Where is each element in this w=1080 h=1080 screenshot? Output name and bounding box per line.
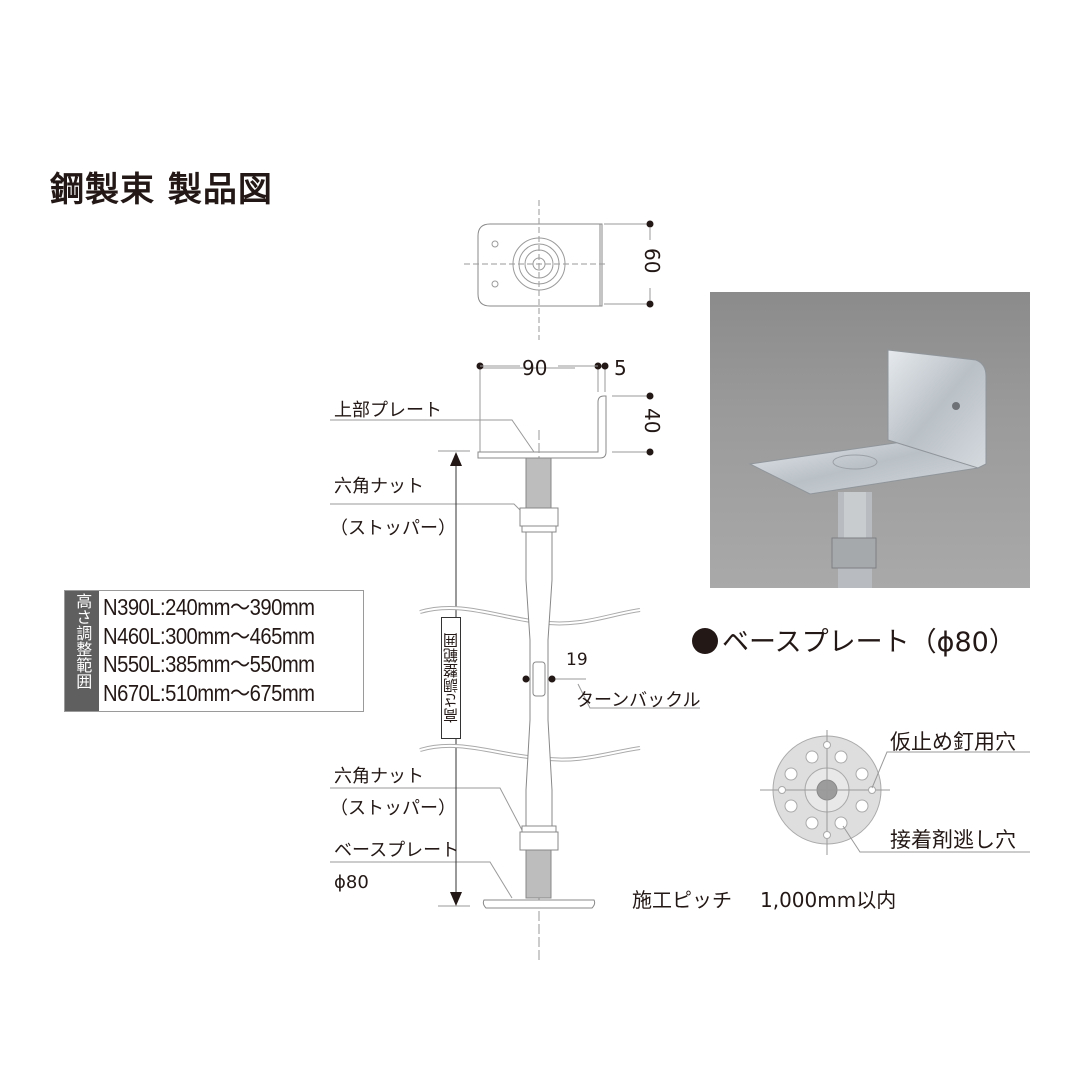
bullet-dot-icon [692, 628, 718, 654]
page-title: 鋼製束 製品図 [50, 170, 273, 210]
label-hex-nut-bottom: 六角ナット [334, 766, 424, 787]
range-row: N460L:300mm〜465mm [103, 622, 315, 649]
dim-60: 60 [640, 248, 664, 274]
label-base-plate: ベースプレート [334, 840, 460, 861]
product-photo [710, 292, 1030, 588]
dim-90: 90 [522, 356, 548, 380]
bracket-illustration [748, 349, 987, 588]
pitch-value: 1,000mm以内 [760, 888, 897, 912]
dim-5: 5 [614, 356, 627, 380]
height-range-header: 高さ調整範囲 [65, 591, 99, 711]
label-upper-plate: 上部プレート [334, 400, 442, 421]
range-row: N390L:240mm〜390mm [103, 594, 315, 620]
range-row: N550L:385mm〜550mm [103, 651, 315, 677]
dim-40: 40 [640, 408, 664, 434]
pitch-label: 施工ピッチ [632, 888, 732, 912]
label-stopper-top: （ストッパー） [330, 518, 456, 539]
height-range-table: 高さ調整範囲 N390L:240mm〜390mm N460L:300mm〜465… [64, 590, 364, 712]
height-range-header-text: 高さ調整範囲 [73, 593, 93, 689]
base-plate-title-text: ベースプレート（ϕ80） [722, 627, 1016, 658]
dim-19: 19 [566, 650, 588, 670]
range-row: N670L:510mm〜675mm [103, 679, 315, 706]
base-plate-section-title: ベースプレート（ϕ80） [692, 620, 1016, 659]
label-nail-hole: 仮止め釘用穴 [890, 730, 1016, 754]
height-range-rows: N390L:240mm〜390mm N460L:300mm〜465mm N550… [103, 593, 315, 707]
label-hex-nut-top: 六角ナット [334, 476, 424, 497]
label-stopper-bottom: （ストッパー） [330, 798, 456, 819]
label-adhesive-hole: 接着剤逃し穴 [890, 828, 1016, 852]
label-base-plate-dia: ϕ80 [334, 872, 369, 893]
label-turnbuckle: ターンバックル [576, 690, 701, 711]
height-range-vertical-label: 高さ調整範囲 [441, 617, 461, 739]
